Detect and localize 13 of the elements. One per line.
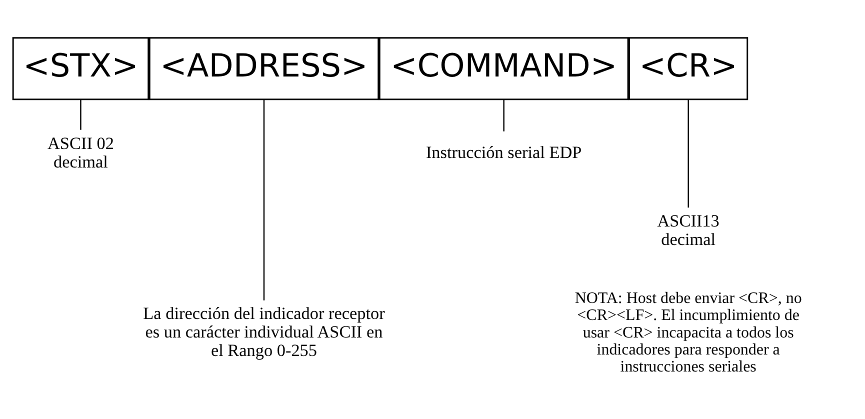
node-text: Instrucción serial EDP	[426, 143, 582, 162]
label: NOTA: Host debe enviar <CR>, no <CR><LF>. El incumplimiento de usar <CR> incapacita a todos los indicadores para responder a instrucciones seriales	[574, 290, 802, 376]
node-box: <STX>	[12, 37, 150, 100]
node-box: <COMMAND>	[378, 37, 629, 100]
node-text: ASCII 02 decimal	[48, 134, 114, 172]
connector	[503, 100, 504, 132]
node-text: ASCII13 decimal	[657, 211, 720, 249]
node-text: La dirección del indicador receptor es un carácter individual ASCII en el Rango 0-255	[143, 304, 385, 360]
connector	[80, 100, 82, 130]
node-box: <CR>	[628, 37, 748, 100]
node-box: <ADDRESS>	[148, 37, 380, 100]
connector	[688, 100, 689, 208]
connector	[263, 100, 265, 300]
